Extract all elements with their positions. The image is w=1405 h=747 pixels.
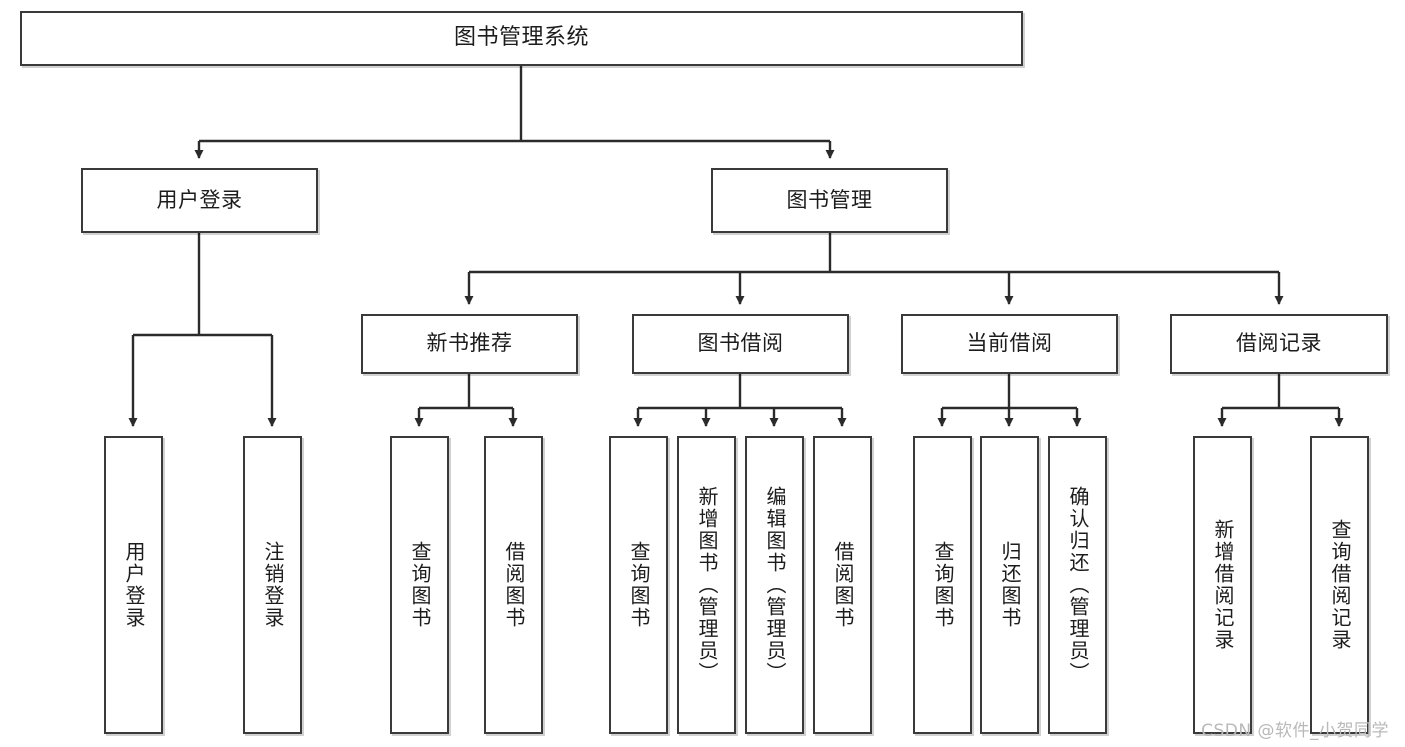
leaf-record-query[interactable]: 查询借阅记录 — [1310, 436, 1369, 734]
node-label: 归还图书 — [998, 541, 1022, 629]
node-label: 图书借阅 — [697, 331, 784, 356]
leaf-current-borrow-confirm-return[interactable]: 确认归还（管理员） — [1048, 436, 1107, 734]
node-label: 用户登录 — [156, 187, 243, 212]
node-label: 新书推荐 — [426, 331, 513, 356]
node-label: 编辑图书（管理员） — [763, 486, 787, 684]
node-user-login[interactable]: 用户登录 — [81, 168, 318, 233]
leaf-user-login-logout[interactable]: 注销登录 — [243, 436, 302, 734]
node-label: 图书管理 — [786, 187, 873, 212]
leaf-book-borrow-borrow[interactable]: 借阅图书 — [813, 436, 872, 734]
leaf-record-add[interactable]: 新增借阅记录 — [1193, 436, 1252, 734]
node-label: 查询借阅记录 — [1328, 519, 1352, 651]
node-current-borrow[interactable]: 当前借阅 — [901, 314, 1118, 374]
leaf-current-borrow-return[interactable]: 归还图书 — [980, 436, 1039, 734]
node-label: 借阅图书 — [502, 541, 526, 629]
node-label: 图书管理系统 — [453, 25, 589, 51]
leaf-current-borrow-query[interactable]: 查询图书 — [913, 436, 972, 734]
leaf-book-borrow-add[interactable]: 新增图书（管理员） — [677, 436, 736, 734]
node-label: 新增借阅记录 — [1211, 519, 1235, 651]
node-borrow-record[interactable]: 借阅记录 — [1170, 314, 1388, 374]
node-book-management[interactable]: 图书管理 — [711, 168, 948, 233]
node-label: 新增图书（管理员） — [695, 486, 719, 684]
node-root-book-management-system[interactable]: 图书管理系统 — [20, 11, 1023, 66]
node-label: 用户登录 — [122, 541, 146, 629]
node-label: 注销登录 — [261, 541, 285, 629]
leaf-user-login-login[interactable]: 用户登录 — [104, 436, 163, 734]
node-label: 借阅图书 — [831, 541, 855, 629]
node-label: 查询图书 — [627, 541, 651, 629]
node-label: 查询图书 — [931, 541, 955, 629]
leaf-new-book-query[interactable]: 查询图书 — [390, 436, 449, 734]
node-label: 借阅记录 — [1236, 331, 1322, 356]
leaf-book-borrow-query[interactable]: 查询图书 — [609, 436, 668, 734]
node-new-book-recommend[interactable]: 新书推荐 — [361, 314, 578, 374]
leaf-new-book-borrow[interactable]: 借阅图书 — [484, 436, 543, 734]
leaf-book-borrow-edit[interactable]: 编辑图书（管理员） — [745, 436, 804, 734]
node-book-borrow[interactable]: 图书借阅 — [632, 314, 849, 374]
node-label: 查询图书 — [408, 541, 432, 629]
node-label: 确认归还（管理员） — [1066, 486, 1090, 684]
node-label: 当前借阅 — [966, 331, 1053, 356]
